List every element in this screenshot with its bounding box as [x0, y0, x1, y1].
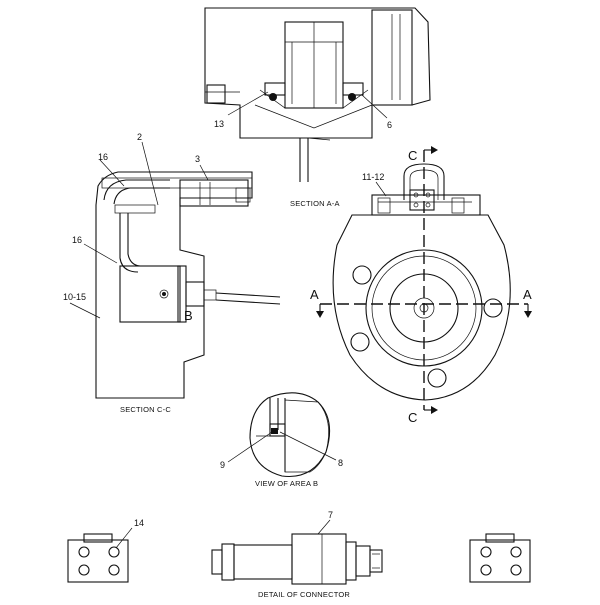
callout-13: 13 — [214, 119, 224, 129]
connector-side-view — [211, 519, 383, 585]
caption-section-aa: SECTION A-A — [290, 199, 340, 208]
section-mark-a-left: A — [310, 287, 319, 302]
callout-11-12: 11-12 — [362, 172, 384, 182]
area-b-marker: B — [184, 308, 193, 323]
callout-10-15: 10-15 — [63, 292, 86, 302]
callout-6: 6 — [387, 120, 392, 130]
section-aa-view — [204, 7, 431, 182]
section-mark-c-bottom: C — [408, 410, 417, 425]
callout-8: 8 — [338, 458, 343, 468]
end-view — [316, 146, 532, 414]
section-cc-view — [69, 141, 281, 399]
callout-14: 14 — [134, 518, 144, 528]
callout-2: 2 — [137, 132, 142, 142]
callout-7: 7 — [328, 510, 333, 520]
connector-face-left — [67, 527, 133, 583]
callout-16-upper: 16 — [98, 152, 108, 162]
caption-section-cc: SECTION C-C — [120, 405, 171, 414]
area-b-detail — [227, 392, 337, 478]
callout-3: 3 — [195, 154, 200, 164]
callout-16-lower: 16 — [72, 235, 82, 245]
callout-9: 9 — [220, 460, 225, 470]
section-mark-c-top: C — [408, 148, 417, 163]
connector-face-right — [469, 533, 531, 583]
caption-detail-of-connector: DETAIL OF CONNECTOR — [258, 590, 350, 599]
section-mark-a-right: A — [523, 287, 532, 302]
caption-view-area-b: VIEW OF AREA B — [255, 479, 318, 488]
